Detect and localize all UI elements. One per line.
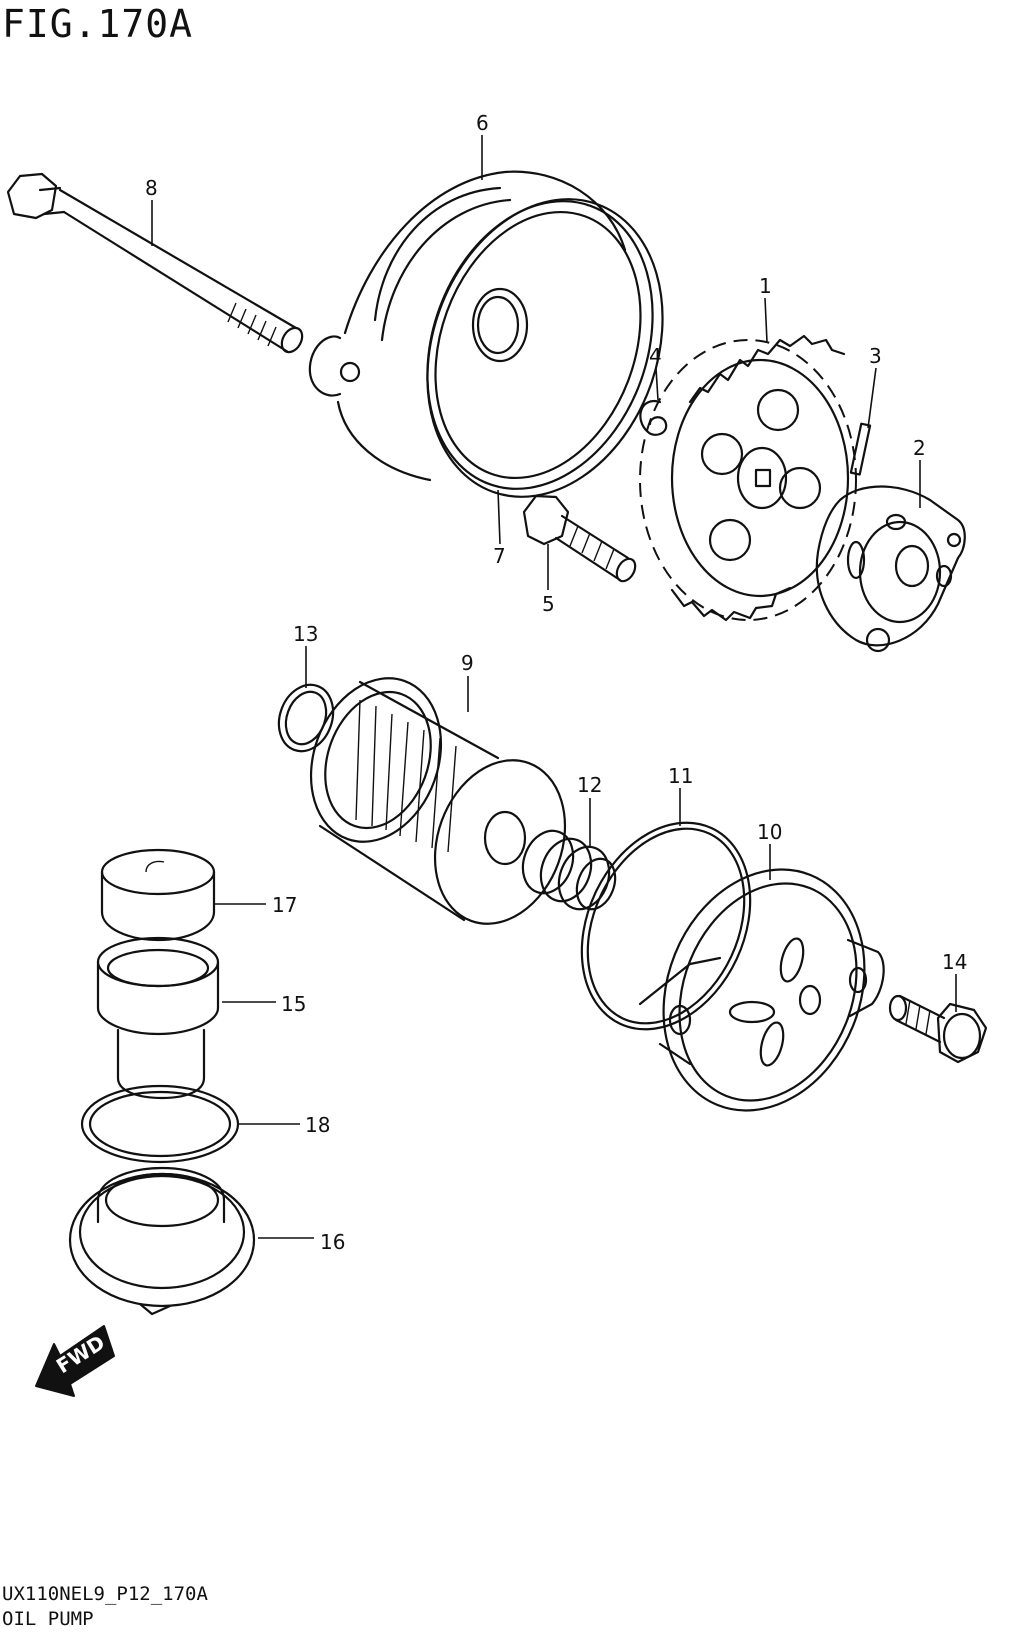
callout-2: 2 [913,436,926,460]
part-7-o-ring[interactable] [387,166,702,530]
callout-14: 14 [942,950,967,974]
part-5-bolt[interactable] [522,494,639,584]
callout-5: 5 [542,592,555,616]
callout-numbers: 1 2 3 4 5 6 7 8 9 10 11 12 13 14 15 16 1… [145,111,967,1254]
part-14-bolt[interactable] [888,994,988,1064]
callout-8: 8 [145,176,158,200]
callout-6: 6 [476,111,489,135]
part-15-sleeve[interactable] [96,936,220,1100]
part-1-drive-gear[interactable] [639,334,857,622]
callout-15: 15 [281,992,306,1016]
callout-1: 1 [759,274,772,298]
part-3-pin[interactable] [849,422,872,476]
callout-17: 17 [272,893,297,917]
callout-4: 4 [649,344,662,368]
callout-13: 13 [293,622,318,646]
callout-12: 12 [577,773,602,797]
part-8-long-bolt[interactable] [6,172,306,356]
callout-10: 10 [757,820,782,844]
part-13-o-ring[interactable] [270,677,342,759]
part-6-pump-cover[interactable] [308,169,691,520]
leader-lines [151,135,957,1239]
callout-18: 18 [305,1113,330,1137]
callout-7: 7 [493,544,506,568]
callout-3: 3 [869,344,882,368]
part-17-cap[interactable] [100,848,216,942]
callout-11: 11 [668,764,693,788]
figure-code: UX110NEL9_P12_170A [2,1583,208,1605]
part-2-pump-body[interactable] [815,485,966,653]
callout-9: 9 [461,651,474,675]
part-10-filter-cap[interactable] [629,839,900,1141]
part-4-clip[interactable] [639,399,668,436]
part-16-seat[interactable] [68,1166,256,1316]
callout-16: 16 [320,1230,345,1254]
figure-title: FIG.170A [2,2,194,46]
part-11-large-o-ring[interactable] [550,795,783,1057]
part-12-spring[interactable] [515,824,622,917]
part-9-oil-filter[interactable] [289,660,587,942]
fwd-direction-arrow: FWD [35,1325,115,1397]
figure-name: OIL PUMP [2,1608,94,1630]
